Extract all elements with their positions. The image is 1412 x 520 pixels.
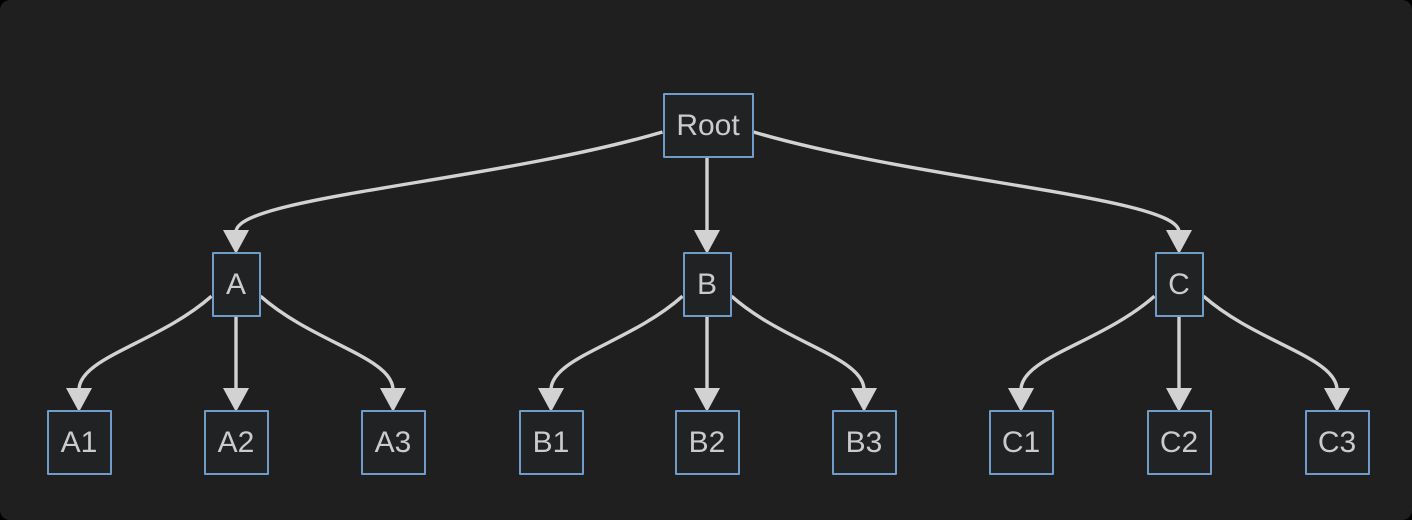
node-c3: C3 — [1304, 410, 1370, 475]
arrowhead-a-a1 — [66, 388, 92, 412]
arrowhead-a-a3 — [380, 388, 406, 412]
arrowhead-root-b — [694, 230, 720, 254]
node-a1: A1 — [46, 410, 112, 475]
edge-c-c3 — [1202, 294, 1339, 391]
edge-a-a1 — [77, 294, 213, 391]
node-a3: A3 — [360, 410, 426, 475]
node-c: C — [1154, 252, 1204, 317]
arrowhead-c-c2 — [1166, 388, 1192, 412]
node-root: Root — [662, 93, 754, 158]
node-b: B — [682, 252, 732, 317]
arrowhead-c-c1 — [1008, 388, 1034, 412]
node-b2: B2 — [674, 410, 740, 475]
node-a2: A2 — [203, 410, 269, 475]
arrowhead-a-a2 — [223, 388, 249, 412]
edge-root-a — [234, 130, 663, 233]
arrowhead-root-a — [223, 230, 249, 254]
node-c2: C2 — [1146, 410, 1212, 475]
arrowhead-c-c3 — [1324, 388, 1350, 412]
arrowhead-b-b3 — [851, 388, 877, 412]
arrowhead-root-c — [1166, 230, 1192, 254]
edge-c-c1 — [1019, 294, 1156, 391]
node-c1: C1 — [988, 410, 1054, 475]
edge-b-b3 — [730, 294, 866, 391]
node-b1: B1 — [518, 410, 584, 475]
arrowhead-b-b1 — [538, 388, 564, 412]
edge-a-a3 — [259, 294, 395, 391]
node-a: A — [211, 252, 261, 317]
arrowhead-b-b2 — [694, 388, 720, 412]
edge-root-c — [753, 130, 1181, 233]
node-b3: B3 — [831, 410, 897, 475]
edge-b-b1 — [549, 294, 684, 391]
